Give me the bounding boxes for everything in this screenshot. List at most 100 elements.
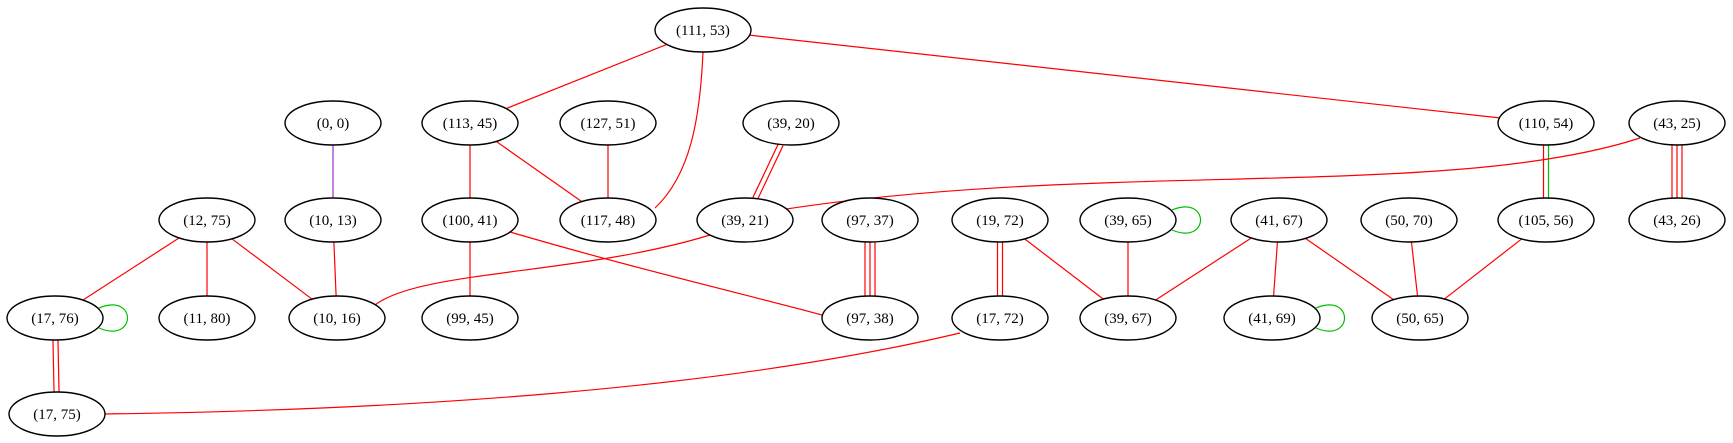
- node-ellipse: [1360, 197, 1458, 243]
- node-n39_65: (39, 65): [1079, 197, 1177, 243]
- node-ellipse: [421, 295, 519, 341]
- node-ellipse: [951, 295, 1049, 341]
- node-n97_38: (97, 38): [821, 295, 919, 341]
- edge-line: [752, 143, 780, 198]
- edge-n41_69-n41_69: [1315, 304, 1346, 332]
- node-ellipse: [284, 197, 382, 243]
- node-ellipse: [1497, 100, 1595, 146]
- node-ellipse: [284, 100, 382, 146]
- edge-n111_53-n117_48: [654, 51, 704, 209]
- edge-line: [1305, 237, 1394, 301]
- edge-n110_54-n105_56: [1542, 145, 1550, 198]
- node-label: (19, 72): [976, 213, 1024, 229]
- node-ellipse: [951, 197, 1049, 243]
- node-n17_72: (17, 72): [951, 295, 1049, 341]
- edge-line: [654, 51, 704, 209]
- node-ellipse: [288, 295, 386, 341]
- edge-n12_75-n17_76: [82, 237, 180, 301]
- nodes-layer: (111, 53)(0, 0)(113, 45)(127, 51)(39, 20…: [6, 7, 1726, 437]
- edge-line: [82, 237, 180, 301]
- node-label: (99, 45): [446, 311, 494, 327]
- node-n10_13: (10, 13): [284, 197, 382, 243]
- edge-n41_67-n39_67: [1155, 237, 1252, 301]
- node-label: (10, 13): [309, 213, 357, 229]
- node-n105_56: (105, 56): [1497, 197, 1595, 243]
- node-n50_65: (50, 65): [1371, 295, 1469, 341]
- edge-line: [52, 340, 55, 393]
- edge-line: [756, 145, 784, 200]
- node-n111_53: (111, 53): [654, 7, 752, 53]
- edge-n17_72-n17_75: [104, 332, 961, 415]
- node-label: (117, 48): [581, 213, 635, 229]
- node-label: (50, 70): [1385, 213, 1433, 229]
- node-ellipse: [742, 100, 840, 146]
- edge-line: [57, 339, 60, 392]
- node-label: (39, 21): [721, 213, 769, 229]
- node-n39_67: (39, 67): [1079, 295, 1177, 341]
- edge-line: [1444, 238, 1522, 300]
- node-n97_37: (97, 37): [821, 197, 919, 243]
- edge-n111_53-n113_45: [505, 43, 668, 110]
- edge-n10_13-n10_16: [333, 241, 337, 297]
- node-ellipse: [158, 197, 256, 243]
- node-ellipse: [421, 100, 519, 146]
- node-label: (50, 65): [1396, 311, 1444, 327]
- node-label: (17, 76): [31, 311, 79, 327]
- edge-line: [509, 231, 823, 316]
- node-ellipse: [1223, 295, 1321, 341]
- node-n113_45: (113, 45): [421, 100, 519, 146]
- self-loop-line: [1315, 304, 1346, 332]
- node-n43_25: (43, 25): [1628, 100, 1726, 146]
- node-label: (100, 41): [443, 213, 498, 229]
- node-label: (11, 80): [184, 311, 231, 327]
- node-ellipse: [1371, 295, 1469, 341]
- edge-line: [104, 332, 961, 415]
- edge-n50_70-n50_65: [1410, 241, 1419, 297]
- node-ellipse: [8, 391, 106, 437]
- node-label: (110, 54): [1519, 116, 1573, 132]
- edge-line: [231, 238, 313, 300]
- edge-line: [779, 137, 1641, 211]
- node-ellipse: [1079, 295, 1177, 341]
- node-n17_75: (17, 75): [8, 391, 106, 437]
- node-label: (127, 51): [581, 116, 636, 132]
- edge-line: [333, 241, 337, 297]
- node-n43_26: (43, 26): [1628, 197, 1726, 243]
- edge-n41_67-n41_69: [1272, 241, 1279, 297]
- edge-n39_21-n10_16: [374, 234, 711, 306]
- edge-line: [1155, 237, 1252, 301]
- edge-n17_76-n17_76: [98, 304, 129, 332]
- node-label: (43, 25): [1653, 116, 1701, 132]
- node-n50_70: (50, 70): [1360, 197, 1458, 243]
- node-label: (39, 20): [767, 116, 815, 132]
- node-ellipse: [158, 295, 256, 341]
- node-ellipse: [1230, 197, 1328, 243]
- node-label: (97, 38): [846, 311, 894, 327]
- edges-layer: [52, 34, 1683, 415]
- edge-line: [374, 234, 711, 306]
- node-n117_48: (117, 48): [559, 197, 657, 243]
- node-n12_75: (12, 75): [158, 197, 256, 243]
- node-label: (111, 53): [676, 23, 730, 39]
- node-n99_45: (99, 45): [421, 295, 519, 341]
- node-ellipse: [559, 197, 657, 243]
- edge-line: [749, 34, 1500, 119]
- edge-n113_45-n117_48: [495, 140, 583, 203]
- node-label: (39, 65): [1104, 213, 1152, 229]
- edge-n12_75-n10_16: [231, 238, 313, 300]
- self-loop-line: [98, 304, 129, 332]
- node-label: (41, 67): [1255, 213, 1303, 229]
- node-ellipse: [821, 197, 919, 243]
- node-ellipse: [1628, 100, 1726, 146]
- node-n41_69: (41, 69): [1223, 295, 1321, 341]
- node-ellipse: [1628, 197, 1726, 243]
- node-label: (10, 16): [313, 311, 361, 327]
- edge-line: [495, 140, 583, 203]
- node-n41_67: (41, 67): [1230, 197, 1328, 243]
- edge-n97_37-n97_38: [864, 242, 876, 296]
- node-n39_20: (39, 20): [742, 100, 840, 146]
- node-label: (97, 37): [846, 213, 894, 229]
- node-n11_80: (11, 80): [158, 295, 256, 341]
- node-label: (17, 75): [33, 407, 81, 423]
